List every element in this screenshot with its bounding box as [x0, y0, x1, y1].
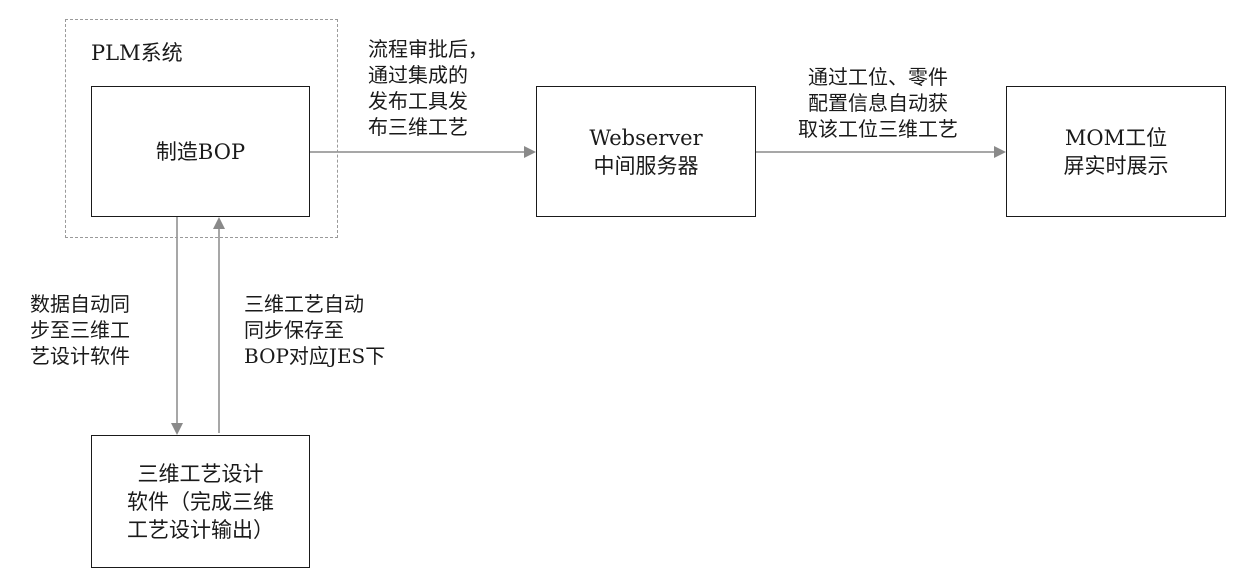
edge-label-bop-to-webserver: 流程审批后， 通过集成的 发布工具发 布三维工艺: [368, 36, 488, 140]
edge-label-line: 配置信息自动获: [808, 91, 948, 115]
edge-label-line: 通过工位、零件: [808, 65, 948, 89]
edge-label-line: 取该工位三维工艺: [798, 117, 958, 141]
node-label-line: Webserver: [589, 125, 703, 150]
plm-system-container: [65, 19, 338, 238]
edge-label-line: 布三维工艺: [368, 115, 468, 139]
edge-label-line: BOP对应JES下: [244, 344, 386, 368]
node-label-line: MOM工位: [1064, 125, 1168, 150]
edge-label-line: 艺设计软件: [30, 344, 130, 368]
node-manufacturing-bop: 制造BOP: [91, 86, 310, 217]
node-webserver: Webserver 中间服务器: [536, 86, 756, 217]
node-label-line: 三维工艺设计: [137, 461, 264, 486]
edge-label-bop-to-design: 数据自动同 步至三维工 艺设计软件: [30, 291, 130, 369]
node-label-line: 中间服务器: [593, 153, 699, 178]
edge-label-line: 步至三维工: [30, 318, 130, 342]
edge-label-line: 同步保存至: [244, 318, 344, 342]
edge-label-line: 三维工艺自动: [244, 292, 364, 316]
node-label-line: 屏实时展示: [1063, 153, 1169, 178]
node-label-line: 软件（完成三维: [127, 489, 274, 514]
node-mom-station-screen: MOM工位 屏实时展示: [1006, 86, 1226, 217]
node-label-line: 工艺设计输出）: [127, 517, 274, 542]
edge-label-design-to-bop: 三维工艺自动 同步保存至 BOP对应JES下: [244, 291, 385, 369]
edge-label-line: 数据自动同: [30, 292, 130, 316]
edge-label-line: 发布工具发: [368, 89, 468, 113]
node-label-line: 制造BOP: [155, 139, 246, 164]
plm-system-title: PLM系统: [91, 41, 183, 65]
edge-label-line: 通过集成的: [368, 63, 468, 87]
edge-label-webserver-to-mom: 通过工位、零件 配置信息自动获 取该工位三维工艺: [768, 64, 988, 142]
node-3d-process-design-software: 三维工艺设计 软件（完成三维 工艺设计输出）: [91, 435, 310, 568]
edge-label-line: 流程审批后，: [368, 37, 488, 61]
